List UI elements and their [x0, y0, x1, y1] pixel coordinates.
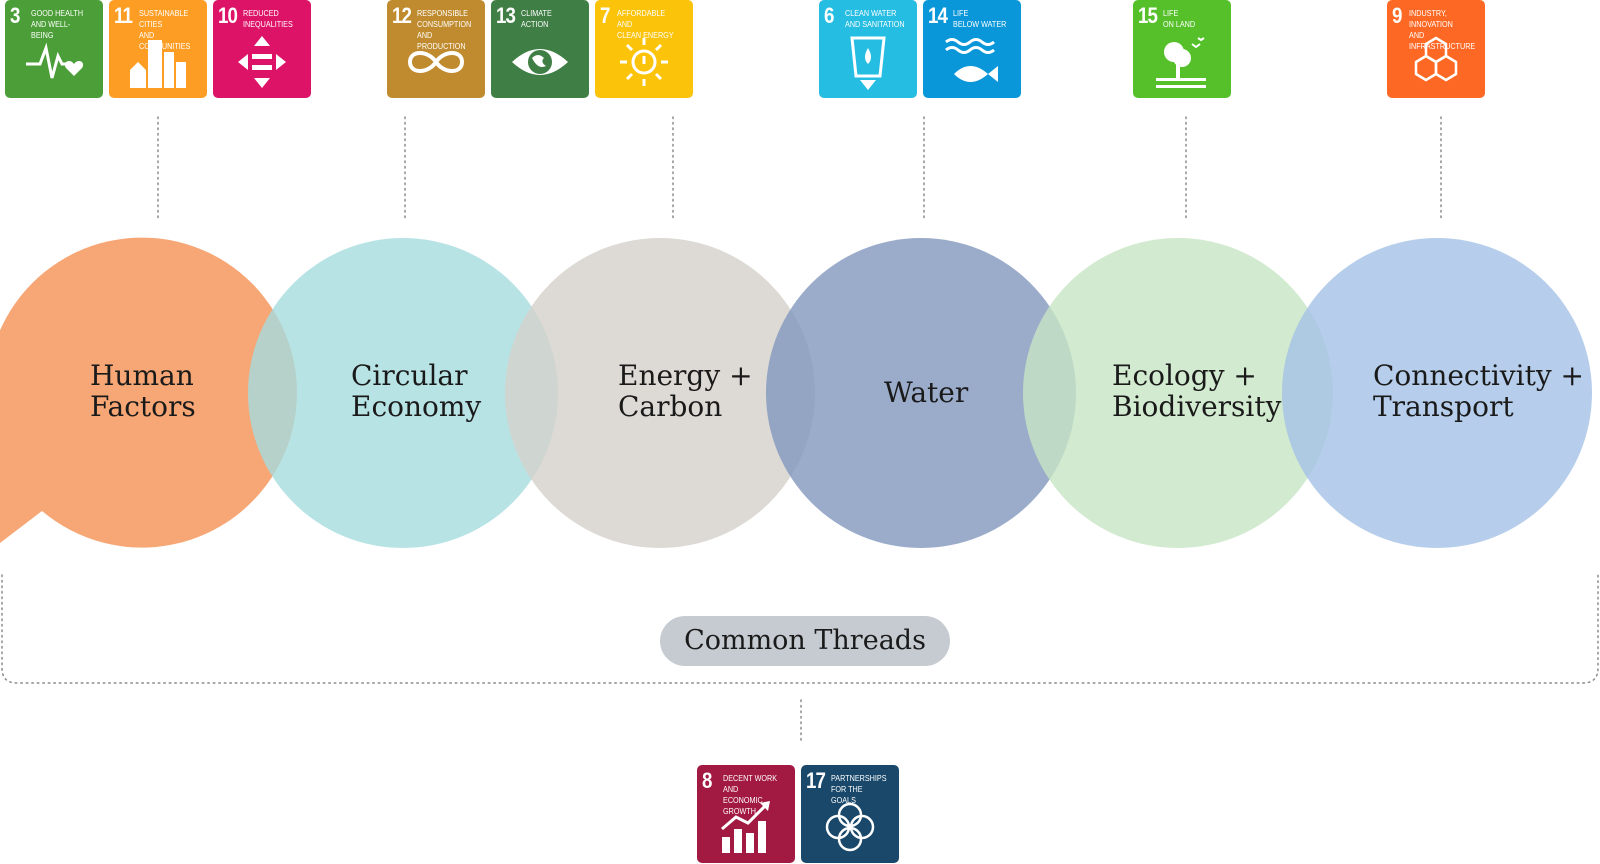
sdg-number: 15 — [1138, 3, 1158, 28]
theme-label-0: Human Factors — [90, 359, 196, 423]
tree-birds-icon — [1156, 37, 1206, 88]
sdg-number: 12 — [392, 3, 412, 28]
growth-chart-icon — [721, 801, 770, 853]
sdg-label: CLIMATE ACTION — [521, 8, 552, 29]
theme-label-3: Water — [884, 376, 969, 409]
sdg-number: 17 — [806, 768, 826, 793]
equality-arrows-icon — [238, 36, 286, 88]
fish-waves-icon — [945, 38, 998, 82]
common-threads-bracket — [1, 574, 1599, 684]
theme-label-4: Ecology + Biodiversity — [1112, 359, 1282, 423]
sdg-label: AFFORDABLE AND CLEAN ENERGY — [617, 8, 674, 40]
stacked-cubes-icon — [1414, 36, 1458, 82]
sdg-number: 7 — [600, 3, 610, 28]
sdg-number: 13 — [496, 3, 516, 28]
theme-circle-1 — [248, 238, 558, 548]
theme-circle-2 — [505, 238, 815, 548]
sdg-label: GOOD HEALTH AND WELL-BEING — [31, 8, 84, 40]
sdg-label: RESPONSIBLE CONSUMPTION AND PRODUCTION — [417, 8, 472, 51]
water-glass-icon — [850, 36, 886, 90]
sdg-label: CLEAN WATER AND SANITATION — [845, 8, 905, 29]
theme-label-5: Connectivity + Transport — [1373, 359, 1585, 423]
sdg-number: 11 — [114, 3, 133, 28]
sdg-tile-9: 9 INDUSTRY, INNOVATION AND INFRASTRUCTURE — [1387, 0, 1485, 98]
common-threads-label: Common Threads — [684, 625, 926, 656]
sdg-tile-3: 3 GOOD HEALTH AND WELL-BEING — [5, 0, 103, 98]
theme-label-1: Circular Economy — [351, 359, 482, 423]
sdg-number: 8 — [702, 768, 712, 793]
theme-label-2: Energy + Carbon — [618, 359, 753, 423]
sdg-number: 3 — [10, 3, 20, 28]
sdg-label: DECENT WORK AND ECONOMIC GROWTH — [723, 773, 778, 816]
theme-circle-4 — [1023, 238, 1333, 548]
sdg-tile-7: 7 AFFORDABLE AND CLEAN ENERGY — [595, 0, 693, 98]
theme-circle-3 — [766, 238, 1076, 548]
partnership-rings-icon — [825, 802, 875, 852]
common-threads-pill — [660, 616, 950, 666]
sdg-label: PARTNERSHIPS FOR THE GOALS — [831, 773, 887, 805]
sdg-number: 10 — [218, 3, 238, 28]
sdg-label: INDUSTRY, INNOVATION AND INFRASTRUCTURE — [1409, 8, 1476, 51]
sdg-number: 6 — [824, 3, 834, 28]
theme-circle-5 — [1282, 238, 1592, 548]
sdg-label: SUSTAINABLE CITIES AND COMMUNITIES — [139, 8, 191, 51]
sdg-label: REDUCED INEQUALITIES — [243, 8, 293, 29]
sun-power-icon — [620, 38, 668, 86]
city-buildings-icon — [130, 40, 186, 88]
theme-circle-0 — [0, 237, 297, 548]
earth-eye-icon — [512, 49, 568, 75]
infinity-loop-icon — [407, 51, 465, 73]
sdg-number: 9 — [1392, 3, 1402, 28]
sdg-tile-6: 6 CLEAN WATER AND SANITATION — [819, 0, 917, 98]
heartbeat-icon — [26, 42, 84, 79]
sdg-label: LIFE BELOW WATER — [953, 8, 1007, 29]
sdg-number: 14 — [928, 3, 948, 28]
sdg-label: LIFE ON LAND — [1163, 8, 1196, 29]
sdg-tile-8: 8 DECENT WORK AND ECONOMIC GROWTH — [697, 765, 795, 863]
